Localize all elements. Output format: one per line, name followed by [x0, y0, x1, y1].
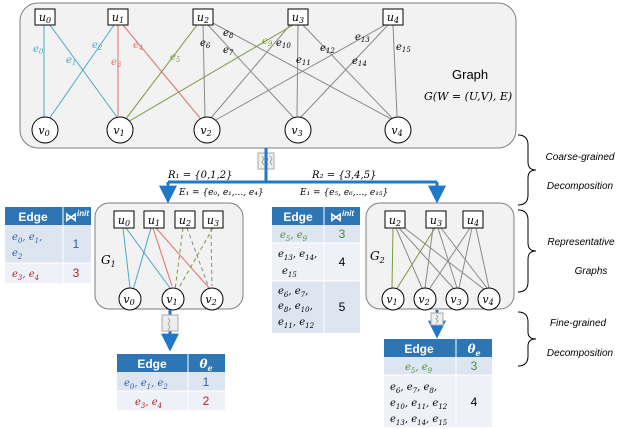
fine-arrows — [161, 310, 446, 352]
g2-node-v2: v2 — [418, 293, 429, 307]
table-2-header-edge: Edge — [283, 210, 313, 224]
graph-edges — [43, 21, 398, 124]
table-2 — [272, 207, 360, 333]
table-1 — [5, 207, 91, 283]
g2-node-v3: v3 — [450, 293, 461, 307]
split-arrows — [159, 148, 446, 204]
table-1-row-2-value: 3 — [73, 266, 80, 280]
node-v3: v3 — [291, 124, 302, 138]
svg-text:e9: e9 — [262, 36, 273, 48]
g1-node-v1: v1 — [166, 293, 177, 307]
svg-text:e10, e11, e12: e10, e11, e12 — [390, 398, 448, 411]
table-3 — [117, 354, 225, 410]
svg-text:e2: e2 — [92, 40, 103, 52]
svg-text:e0: e0 — [33, 44, 44, 56]
graph-formula: G(W = (U,V), E) — [424, 90, 512, 103]
table-3-row-2-value: 2 — [203, 394, 210, 408]
svg-text:e4: e4 — [133, 40, 143, 52]
e2-label: E₁ = {e₅, e₆,..., e₁₅} — [299, 188, 388, 198]
table-1-row-1-value: 1 — [73, 237, 80, 251]
table-3-row-1-value: 1 — [203, 375, 210, 389]
table-4-row-2-value: 4 — [471, 395, 478, 409]
svg-text:e3: e3 — [111, 57, 122, 69]
table-4 — [384, 339, 492, 427]
table-2-row-3-value: 5 — [339, 300, 346, 314]
caption-coarse-2: Decomposition — [547, 181, 614, 192]
table-4-row-1-value: 3 — [471, 359, 478, 373]
g1-node-v2: v2 — [205, 293, 216, 307]
caption-rep-1: Representative — [547, 237, 615, 248]
table-4-row-2-edges: e6, e7, e8, — [390, 382, 437, 395]
table-4-header-edge: Edge — [404, 342, 434, 356]
caption-fine-1: Fine-grained — [550, 318, 607, 329]
graph-title: Graph — [452, 67, 488, 82]
table-3-row-1-edges: e0, e1, e2 — [124, 378, 168, 391]
r2-label: R₂ = {3,4,5} — [311, 170, 376, 181]
table-1-header-edge: Edge — [18, 210, 48, 224]
node-v2: v2 — [200, 124, 211, 138]
e1-label: E₁ = {e₀, e₁,..., e₄} — [178, 188, 264, 198]
g2-node-v1: v1 — [386, 293, 397, 307]
svg-text:e6: e6 — [200, 38, 211, 50]
graph-v-nodes — [31, 116, 412, 144]
g1-node-v0: v0 — [123, 293, 134, 307]
node-v0: v0 — [38, 124, 49, 138]
graph-panel — [19, 2, 517, 149]
caption-coarse-1: Coarse-grained — [546, 152, 615, 163]
node-v4: v4 — [391, 124, 402, 138]
svg-text:e5: e5 — [170, 52, 181, 64]
svg-text:e8: e8 — [223, 28, 234, 40]
caption-fine-2: Decomposition — [547, 348, 614, 359]
g2-edges — [391, 225, 490, 292]
r1-label: R₁ = {0,1,2} — [167, 170, 232, 181]
g2-node-v4: v4 — [482, 293, 493, 307]
table-2-row-1-value: 3 — [339, 227, 346, 241]
g1-edges — [122, 227, 214, 294]
braces — [517, 134, 537, 367]
svg-text:e7: e7 — [223, 45, 234, 57]
node-v1: v1 — [113, 124, 124, 138]
caption-rep-2: Graphs — [575, 266, 608, 277]
table-3-header-edge: Edge — [137, 357, 167, 371]
svg-text:e13, e14, e15: e13, e14, e15 — [390, 414, 448, 427]
graph-u-nodes — [34, 8, 404, 26]
svg-text:e1: e1 — [66, 55, 76, 67]
svg-text:e2: e2 — [12, 248, 23, 261]
table-2-row-2-value: 4 — [339, 255, 346, 269]
g2-panel — [365, 202, 515, 310]
